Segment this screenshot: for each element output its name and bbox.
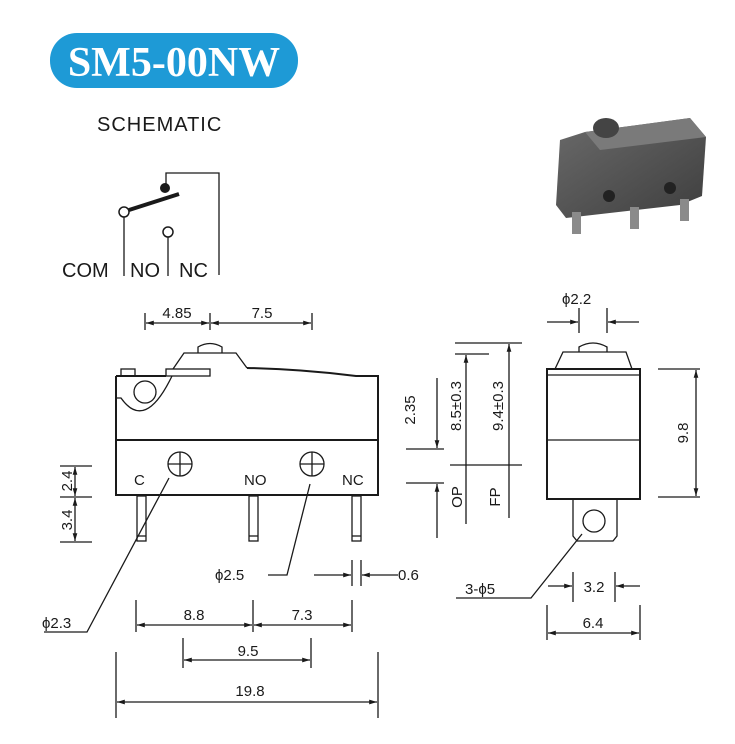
terminal-nc-label: NC: [342, 472, 364, 489]
side-view: ϕ2.2 9.8 3-ϕ5 3.2 6.4: [456, 291, 700, 640]
schematic-nc-label: NC: [179, 260, 208, 282]
microswitch-photo: [556, 118, 706, 234]
front-view: C NO NC: [115, 342, 379, 542]
title-badge: SM5-00NW: [50, 33, 298, 88]
schematic-symbol: COM NO NC: [62, 172, 220, 282]
terminal-no-label: NO: [244, 472, 267, 489]
dim-phi-2-3: ϕ2.3: [42, 615, 71, 632]
schematic-no-label: NO: [130, 260, 160, 282]
dim-7-5: 7.5: [252, 305, 273, 322]
dim-9-4: 9.4±0.3: [490, 381, 507, 431]
dim-0-6: 0.6: [398, 567, 419, 584]
dim-heights: 2.35 OP 8.5±0.3 9.4±0.3 FP: [402, 342, 522, 538]
dim-bottom: ϕ2.5 0.6 ϕ2.3 8.8 7.3 9.5 19.8: [42, 477, 419, 718]
op-label: OP: [449, 486, 466, 508]
dim-4-85: 4.85: [162, 305, 191, 322]
dim-6-4: 6.4: [583, 615, 604, 632]
mounting-hole-right: [299, 451, 325, 477]
model-title: SM5-00NW: [68, 40, 280, 86]
dim-phi-2-5: ϕ2.5: [215, 567, 244, 584]
section-label: SCHEMATIC: [97, 114, 222, 136]
terminal-c-label: C: [134, 472, 145, 489]
dim-top: 4.85 7.5: [144, 305, 313, 330]
dim-8-8: 8.8: [184, 607, 205, 624]
dim-7-3: 7.3: [292, 607, 313, 624]
dim-9-8: 9.8: [675, 423, 692, 444]
dim-terminal-height: 2.4 3.4: [59, 465, 92, 543]
terminal-pins: [136, 495, 362, 542]
dim-8-5: 8.5±0.3: [448, 381, 465, 431]
schematic-com-label: COM: [62, 260, 109, 282]
dim-2-4: 2.4: [59, 471, 76, 492]
mounting-hole-left: [167, 451, 193, 477]
dim-19-8: 19.8: [235, 683, 264, 700]
dim-9-5: 9.5: [238, 643, 259, 660]
dim-3-phi-5: 3-ϕ5: [465, 581, 495, 598]
fp-label: FP: [487, 487, 504, 506]
dim-2-35: 2.35: [402, 395, 419, 424]
dim-3-2: 3.2: [584, 579, 605, 596]
dim-3-4: 3.4: [59, 510, 76, 531]
dim-phi-2-2: ϕ2.2: [562, 291, 591, 308]
